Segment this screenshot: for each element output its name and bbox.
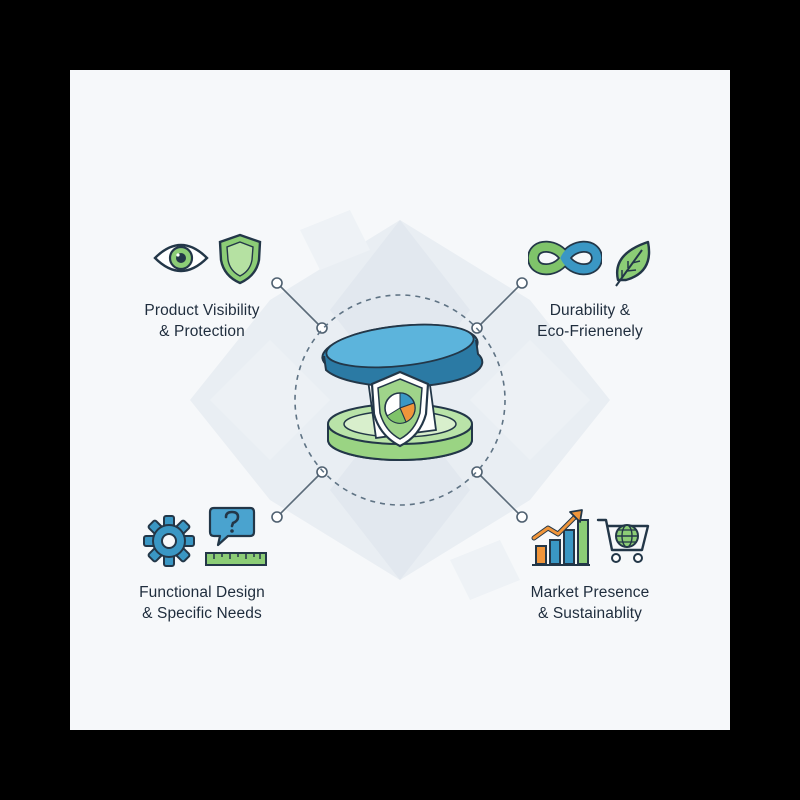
ruler-icon (205, 552, 267, 566)
shopping-cart-globe-icon (596, 518, 650, 563)
label-market-presence: Market Presence & Sustainablity (480, 582, 700, 624)
connector-dot (316, 466, 328, 478)
connector-top-right (476, 282, 523, 329)
label-line-1: Market Presence (530, 584, 650, 601)
connector-bottom-left (276, 471, 323, 518)
label-line-1: Product Visibility (144, 302, 260, 319)
dashed-ring (294, 294, 506, 506)
gear-icon (143, 515, 195, 567)
label-functional-design: Functional Design & Specific Needs (92, 582, 312, 624)
connector-top-left (276, 282, 323, 329)
growth-chart-icon (531, 509, 590, 566)
connector-dot (316, 322, 328, 334)
label-line-2: Eco-Frienenely (537, 323, 643, 340)
label-product-visibility: Product Visibility & Protection (92, 300, 312, 342)
connector-dot (516, 277, 528, 289)
label-line-2: & Protection (159, 323, 245, 340)
label-line-1: Functional Design (139, 584, 265, 601)
label-line-1: Durability & (549, 302, 631, 319)
leaf-icon (615, 240, 651, 287)
infinity-icon (528, 240, 602, 276)
label-line-2: & Sustainablity (537, 605, 643, 622)
shield-icon (218, 233, 262, 285)
connector-dot (516, 511, 528, 523)
label-durability: Durability & Eco-Frienenely (480, 300, 700, 342)
connector-bottom-right (476, 471, 523, 518)
connector-dot (271, 511, 283, 523)
question-bubble-icon (208, 506, 256, 547)
label-line-2: & Specific Needs (142, 605, 262, 622)
connector-dot (271, 277, 283, 289)
hub-packaging-icon (294, 294, 506, 506)
eye-icon (153, 243, 209, 273)
